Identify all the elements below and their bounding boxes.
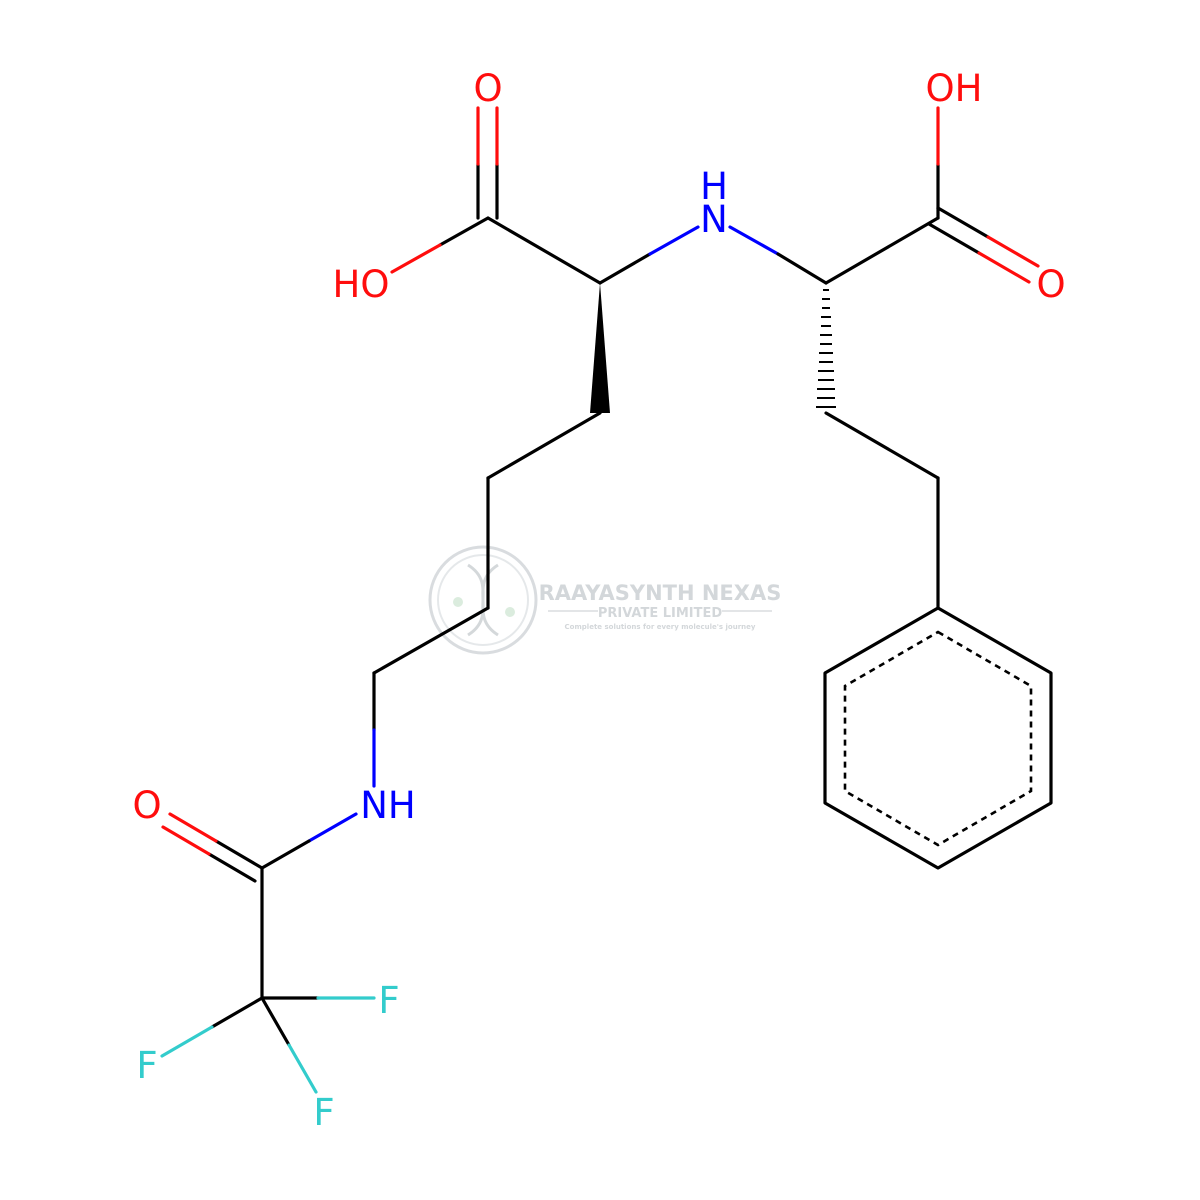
watermark-logo-helix [467,563,499,637]
bond-chain-3 [372,606,490,675]
bond-c1-ca [486,216,602,285]
atom-label-fluorine: F [313,1091,334,1134]
atom-label-hydroxyl: HO [333,263,390,306]
hetero-bonds [160,106,1040,1094]
watermark-logo-dot [453,597,463,607]
watermark-logo-dot [505,607,515,617]
atom-label-oxygen: O [473,67,502,110]
atom-label-amine-nitrogen: N [700,198,728,241]
bond-cb-ch2 [824,411,940,480]
bond-c2-cb [824,216,940,285]
bond-wedge-ca [590,283,610,413]
phenyl-ring [823,606,1053,870]
phenyl-ring-outer [823,606,1053,870]
atom-label-oxygen: O [1036,263,1065,306]
atom-label-fluorine: F [378,979,399,1022]
atom-label-oxygen: O [132,784,161,827]
bond-chain-1 [486,411,602,480]
atom-label-fluorine: F [136,1044,157,1087]
bond-hash-cb [816,289,836,408]
watermark: RAAYASYNTH NEXAS PRIVATE LIMITED Complet… [428,545,782,655]
watermark-logo-ring [428,545,538,655]
watermark-tagline: Complete solutions for every molecule's … [565,623,756,631]
watermark-logo-ring-inner [437,554,529,646]
atom-label-hydroxyl: OH [926,67,983,110]
watermark-company: RAAYASYNTH NEXAS [539,581,782,605]
atom-label-amide-nitrogen: NH [360,784,416,827]
atom-label-amine-hydrogen: H [700,165,728,208]
watermark-subtitle: PRIVATE LIMITED [598,606,723,621]
bonds [260,216,940,1000]
phenyl-ring-aromatic-inner [843,630,1033,847]
atom-labels: O HO H N OH O O NH F F F [132,67,1065,1134]
